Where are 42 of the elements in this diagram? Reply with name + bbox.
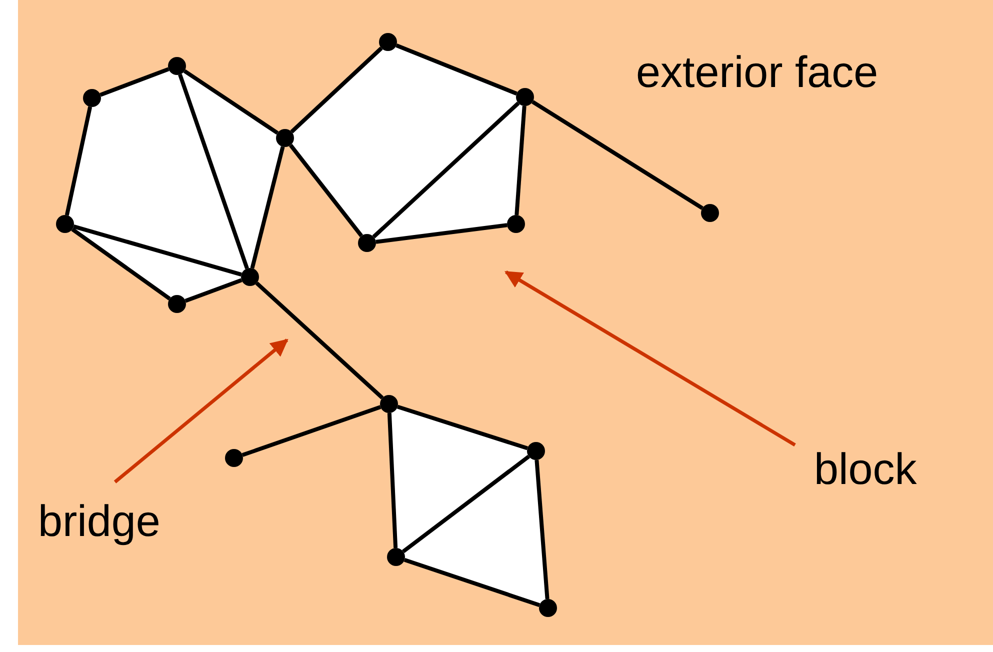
vertex-dot — [380, 395, 398, 413]
vertex-dot — [539, 599, 557, 617]
graph-edge — [242, 405, 382, 457]
callout-label: block — [814, 445, 917, 495]
graph-edge — [288, 144, 364, 238]
graph-edge — [64, 106, 92, 216]
vertex-dot — [527, 442, 545, 460]
graph-edge — [532, 100, 704, 210]
graph-edge — [100, 67, 170, 97]
graph-edge — [290, 46, 383, 134]
graph-edge — [402, 454, 530, 554]
graph-edge — [184, 278, 242, 303]
graph-edge — [183, 69, 279, 135]
vertex-dot — [56, 215, 74, 233]
graph-edge — [404, 558, 540, 608]
graph-edge — [372, 102, 520, 238]
graph-edge — [514, 106, 526, 216]
graph-edge — [73, 224, 242, 276]
vertex-dot — [701, 204, 719, 222]
callout-label: bridge — [38, 497, 160, 547]
leader-arrow — [114, 338, 288, 484]
vertex-dot — [358, 234, 376, 252]
graph-edge — [534, 460, 550, 600]
vertex-dot — [516, 88, 534, 106]
region-label: exterior face — [636, 48, 878, 98]
vertex-dot — [168, 57, 186, 75]
graph-edge — [250, 146, 285, 269]
vertex-dot — [241, 268, 259, 286]
graph-edge — [178, 74, 249, 270]
vertex-dot — [225, 449, 243, 467]
vertex-dot — [507, 215, 525, 233]
graph-edge — [387, 412, 398, 548]
vertex-dot — [168, 295, 186, 313]
graph-edge — [376, 223, 508, 244]
vertex-dot — [387, 548, 405, 566]
leader-arrow — [504, 270, 796, 446]
vertex-dot — [379, 33, 397, 51]
vertex-dot — [83, 89, 101, 107]
graph-edge — [396, 404, 528, 450]
graph-edge — [255, 282, 384, 400]
graph-edge — [71, 228, 171, 300]
graph-edge — [396, 44, 518, 96]
